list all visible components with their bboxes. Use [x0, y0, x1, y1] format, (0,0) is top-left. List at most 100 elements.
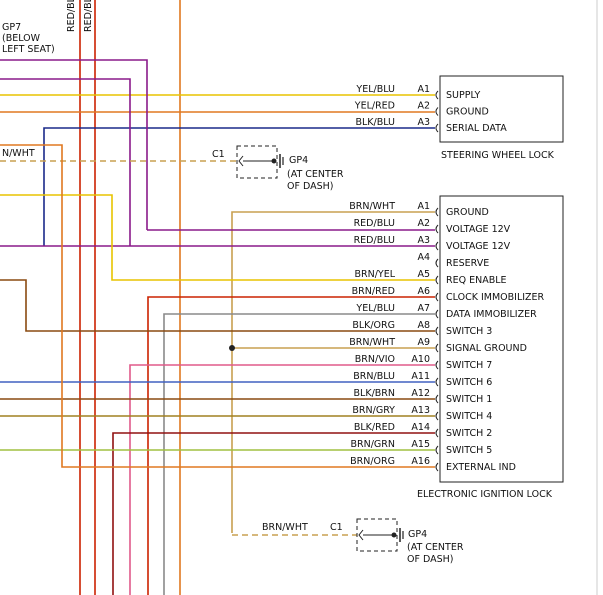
c1-top-note-2: OF DASH): [287, 181, 334, 192]
wire-a6-ignition: [147, 296, 435, 595]
c1-top-plug-icon: [238, 155, 244, 167]
ignition-pin-mark: [435, 326, 439, 336]
ignition-pin-function: VOLTAGE 12V: [446, 224, 511, 235]
ignition-wire-label: BRN/ORG: [350, 456, 395, 467]
gp7-line-1: GP7: [2, 22, 21, 33]
ignition-pin-number: A7: [417, 303, 430, 314]
ignition-pin-mark: [435, 292, 439, 302]
ignition-pin-number: A9: [417, 337, 430, 348]
ignition-pin-mark: [435, 360, 439, 370]
ignition-pin-function: REQ ENABLE: [446, 275, 507, 286]
wire-a8-ignition: [0, 279, 435, 332]
ignition-pin-mark: [435, 445, 439, 455]
wire-purple-top: [0, 59, 148, 230]
ignition-pin-function: SWITCH 5: [446, 445, 492, 456]
ignition-wire-label: RED/BLU: [354, 235, 395, 246]
c1-bottom-note-1: (AT CENTER: [407, 542, 464, 553]
ignition-wire-label: BRN/GRN: [351, 439, 396, 450]
wire-a7-ignition: [163, 313, 435, 595]
c1-bottom-note-2: OF DASH): [407, 554, 454, 565]
ignition-pin-number: A1: [417, 201, 430, 212]
ignition-wire-label: BRN/VIO: [355, 354, 395, 365]
top-label-1: RED/BLU: [66, 0, 77, 32]
steering-pin-number: A3: [417, 117, 430, 128]
ignition-pin-mark: [435, 275, 439, 285]
steering-pin-mark: [435, 123, 439, 133]
wire-a16-ignition: [0, 144, 435, 468]
ignition-wire-label: BLK/RED: [354, 422, 395, 433]
ignition-wire-label: BRN/GRY: [352, 405, 395, 416]
electronic-ignition-lock-title: ELECTRONIC IGNITION LOCK: [417, 489, 553, 500]
ignition-pin-function: VOLTAGE 12V: [446, 241, 511, 252]
wire-a14-ignition: [112, 432, 435, 595]
ignition-pin-number: A3: [417, 235, 430, 246]
ignition-pin-number: A10: [411, 354, 430, 365]
wire-a3-steering: [43, 127, 435, 246]
wire-a5-ignition: [0, 194, 435, 281]
ignition-pin-mark: [435, 411, 439, 421]
ignition-pin-number: A5: [417, 269, 430, 280]
ignition-wire-label: BLK/ORG: [352, 320, 395, 331]
ignition-pin-mark: [435, 207, 439, 217]
ignition-pin-function: SWITCH 1: [446, 394, 492, 405]
ignition-pin-function: SWITCH 6: [446, 377, 492, 388]
steering-pin-mark: [435, 107, 439, 116]
ignition-pin-number: A4: [417, 252, 430, 263]
ignition-pin-mark: [435, 309, 439, 319]
ignition-wire-label: YEL/BLU: [355, 303, 395, 314]
ignition-pin-function: SWITCH 2: [446, 428, 492, 439]
steering-pin-function: GROUND: [446, 107, 489, 118]
ignition-pin-mark: [435, 258, 439, 268]
ignition-pin-function: SWITCH 4: [446, 411, 492, 422]
steering-wire-label: YEL/BLU: [355, 84, 395, 95]
c1-bottom-label: C1: [330, 522, 343, 533]
ignition-pin-function: SIGNAL GROUND: [446, 343, 527, 354]
ignition-pin-mark: [435, 343, 439, 353]
steering-pin-mark: [435, 90, 439, 100]
ignition-pin-function: RESERVE: [446, 258, 489, 269]
c1-bottom-connector: [356, 518, 398, 552]
ignition-pin-function: GROUND: [446, 207, 489, 218]
c1-bottom-plug-icon: [358, 529, 364, 541]
steering-pin-number: A1: [417, 84, 430, 95]
steering-pin-number: A2: [417, 101, 430, 112]
ignition-pin-mark: [435, 428, 439, 438]
ignition-wire-label: BLK/BRN: [354, 388, 395, 399]
top-label-2: RED/BLU: [83, 0, 94, 32]
ignition-pin-number: A12: [411, 388, 430, 399]
c1-top-label: C1: [212, 149, 225, 160]
steering-wire-label: YEL/RED: [354, 101, 395, 112]
steering-pin-function: SERIAL DATA: [446, 123, 507, 134]
left-wire-label: N/WHT: [2, 148, 35, 159]
c1-bottom-wire-label: BRN/WHT: [262, 522, 308, 533]
ignition-pin-mark: [435, 377, 439, 387]
ignition-wire-label: BRN/RED: [352, 286, 395, 297]
ignition-wire-label: BRN/BLU: [353, 371, 395, 382]
steering-wheel-lock-title: STEERING WHEEL LOCK: [441, 150, 555, 161]
ignition-pin-function: EXTERNAL IND: [446, 462, 516, 473]
c1-bottom-ground-dot: [391, 532, 397, 538]
electronic-ignition-lock-box: [439, 195, 564, 483]
c1-top-note-1: (AT CENTER: [287, 169, 344, 180]
gp7-line-2: (BELOW: [2, 33, 41, 44]
ignition-pin-number: A2: [417, 218, 430, 229]
ignition-pin-function: SWITCH 3: [446, 326, 492, 337]
ignition-pin-function: SWITCH 7: [446, 360, 492, 371]
ignition-pin-number: A16: [411, 456, 430, 467]
ignition-pin-number: A11: [411, 371, 430, 382]
ignition-pin-mark: [435, 224, 439, 234]
steering-wire-label: BLK/BLU: [355, 117, 395, 128]
ignition-pin-function: DATA IMMOBILIZER: [446, 309, 537, 320]
ignition-pin-number: A8: [417, 320, 430, 331]
steering-wheel-lock-box: [439, 75, 564, 143]
gp7-line-3: LEFT SEAT): [2, 44, 55, 55]
wire-a1-ignition: [231, 211, 435, 533]
ignition-wire-label: BRN/YEL: [354, 269, 395, 280]
ignition-wire-label: BRN/WHT: [349, 201, 395, 212]
ignition-pin-mark: [435, 462, 439, 472]
ignition-pin-number: A14: [411, 422, 430, 433]
ignition-pin-number: A13: [411, 405, 430, 416]
ignition-pin-mark: [435, 241, 439, 251]
c1-top-connector: [236, 145, 278, 179]
